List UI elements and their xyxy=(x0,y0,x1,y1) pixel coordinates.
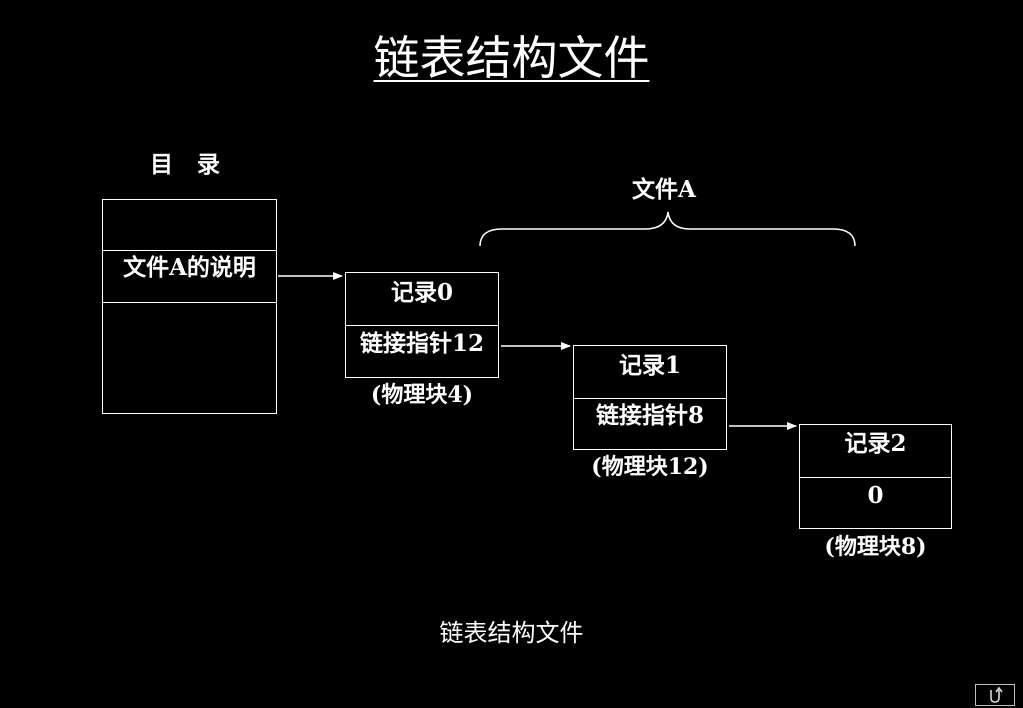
figure-caption: 链表结构文件 xyxy=(439,619,584,647)
page-title-text: 链表结构文件 xyxy=(373,31,650,85)
record-0-pointer: 链接指针12 xyxy=(359,330,484,357)
directory-table: 文件A的说明 xyxy=(102,199,277,414)
record-1-pointer: 链接指针8 xyxy=(595,402,704,429)
directory-heading: 目录 xyxy=(150,151,244,178)
record-0-label: 记录0 xyxy=(390,279,453,306)
block-1-divider xyxy=(574,398,726,399)
record-1-label: 记录1 xyxy=(618,352,681,379)
block-record-2: 记录2 0 xyxy=(799,424,952,529)
block-record-1: 记录1 链接指针8 xyxy=(573,345,727,450)
directory-entry: 文件A的说明 xyxy=(123,254,256,281)
block-2-divider xyxy=(800,477,951,478)
directory-divider-bottom xyxy=(103,302,276,303)
record-2-pointer: 0 xyxy=(867,482,884,509)
file-a-brace xyxy=(479,211,856,247)
file-a-label: 文件A xyxy=(632,176,696,203)
page-title: 链表结构文件 xyxy=(0,28,1023,88)
block-record-0: 记录0 链接指针12 xyxy=(345,272,499,378)
block-0-physical-label: (物理块4) xyxy=(370,382,474,408)
return-button[interactable] xyxy=(975,684,1015,706)
block-2-physical-label: (物理块8) xyxy=(824,534,927,560)
record-2-label: 记录2 xyxy=(844,430,907,457)
block-1-physical-label: (物理块12) xyxy=(591,454,709,480)
block-0-divider xyxy=(346,325,498,326)
directory-divider-top xyxy=(103,250,276,251)
return-icon xyxy=(990,686,1003,703)
